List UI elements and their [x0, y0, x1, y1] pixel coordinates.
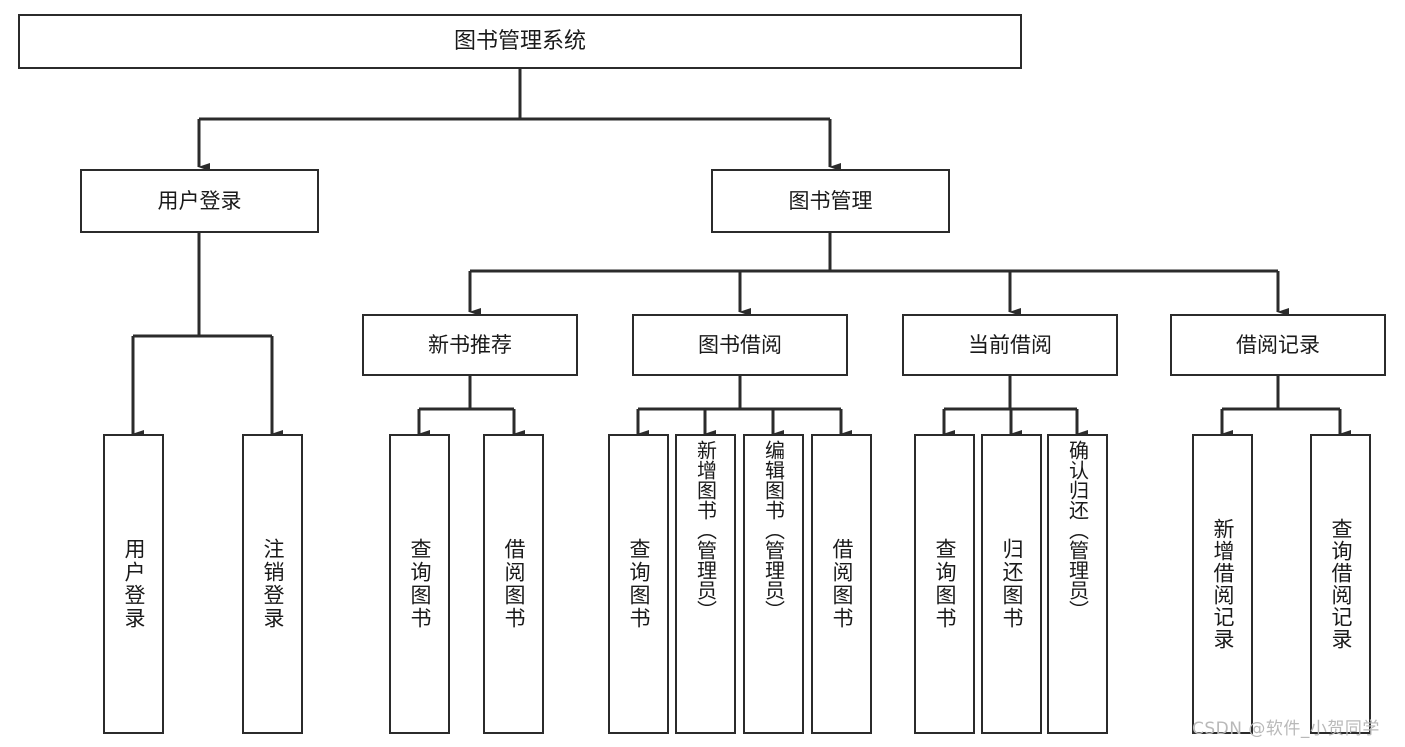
- node-return-book-label: 归还图书: [1000, 538, 1024, 630]
- node-book-management[interactable]: 图书管理: [711, 169, 950, 233]
- node-edit-book[interactable]: 编辑图书（管理员）: [743, 434, 804, 734]
- node-query-book-1-label: 查询图书: [408, 538, 432, 630]
- node-query-book-2[interactable]: 查询图书: [608, 434, 669, 734]
- node-book-borrow-label: 图书借阅: [698, 332, 782, 357]
- node-confirm-return-label: 确认归还（管理员）: [1065, 440, 1090, 620]
- node-query-book-3[interactable]: 查询图书: [914, 434, 975, 734]
- node-query-book-1[interactable]: 查询图书: [389, 434, 450, 734]
- node-new-book-recommend-label: 新书推荐: [428, 332, 512, 357]
- csdn-watermark: CSDN @软件_小贺同学: [1192, 719, 1380, 739]
- node-add-borrow-record[interactable]: 新增借阅记录: [1192, 434, 1253, 734]
- node-borrow-book-2-label: 借阅图书: [830, 538, 854, 630]
- node-user-logout[interactable]: 注销登录: [242, 434, 303, 734]
- node-query-borrow-record-label: 查询借阅记录: [1329, 518, 1353, 650]
- node-user-login[interactable]: 用户登录: [80, 169, 319, 233]
- node-book-borrow[interactable]: 图书借阅: [632, 314, 848, 376]
- node-borrow-book-1-label: 借阅图书: [502, 538, 526, 630]
- node-query-book-2-label: 查询图书: [627, 538, 651, 630]
- node-borrow-record-label: 借阅记录: [1236, 332, 1320, 357]
- node-query-book-3-label: 查询图书: [933, 538, 957, 630]
- node-add-borrow-record-label: 新增借阅记录: [1211, 518, 1235, 650]
- node-user-login-do[interactable]: 用户登录: [103, 434, 164, 734]
- node-query-borrow-record[interactable]: 查询借阅记录: [1310, 434, 1371, 734]
- node-book-management-label: 图书管理: [788, 188, 873, 213]
- node-root[interactable]: 图书管理系统: [18, 14, 1022, 69]
- node-confirm-return[interactable]: 确认归还（管理员）: [1047, 434, 1108, 734]
- node-root-label: 图书管理系统: [453, 28, 586, 54]
- node-add-book-label: 新增图书（管理员）: [693, 440, 718, 620]
- node-borrow-book-1[interactable]: 借阅图书: [483, 434, 544, 734]
- node-user-logout-label: 注销登录: [261, 538, 285, 630]
- node-borrow-book-2[interactable]: 借阅图书: [811, 434, 872, 734]
- node-add-book[interactable]: 新增图书（管理员）: [675, 434, 736, 734]
- node-new-book-recommend[interactable]: 新书推荐: [362, 314, 578, 376]
- node-current-borrow[interactable]: 当前借阅: [902, 314, 1118, 376]
- node-borrow-record[interactable]: 借阅记录: [1170, 314, 1386, 376]
- node-return-book[interactable]: 归还图书: [981, 434, 1042, 734]
- node-current-borrow-label: 当前借阅: [968, 332, 1052, 357]
- node-user-login-label: 用户登录: [157, 188, 242, 213]
- node-edit-book-label: 编辑图书（管理员）: [761, 440, 786, 620]
- node-user-login-do-label: 用户登录: [122, 538, 146, 630]
